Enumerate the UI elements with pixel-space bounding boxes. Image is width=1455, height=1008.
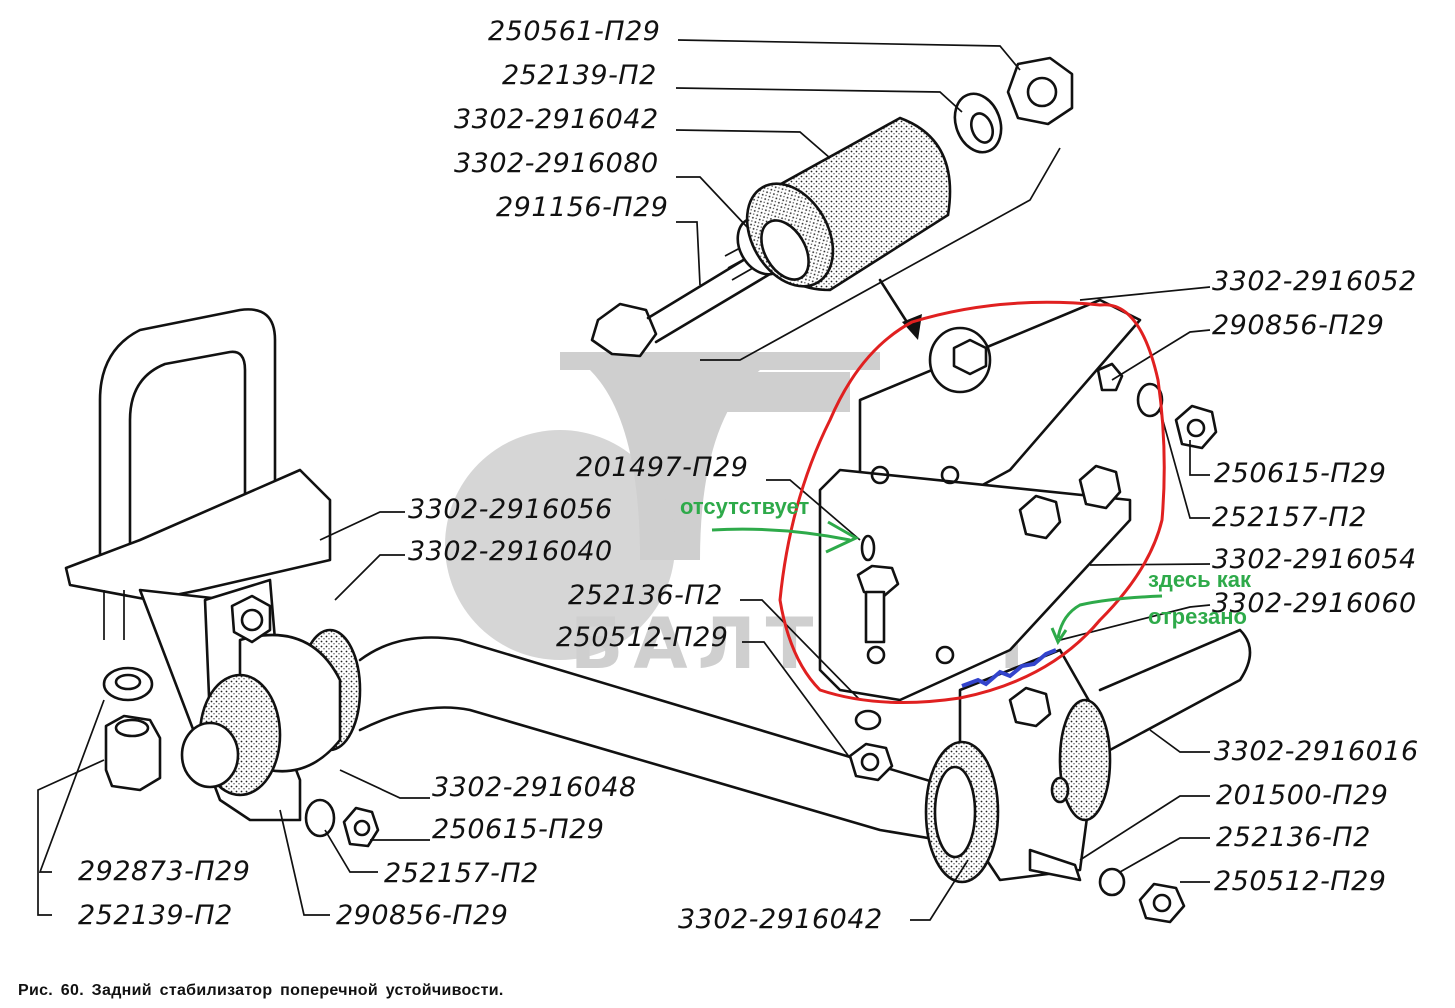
right-washer-nut <box>1136 382 1218 450</box>
note-missing: отсутствует <box>680 494 810 519</box>
stabilizer-bar <box>358 628 1252 842</box>
axis-line <box>700 147 1061 361</box>
top-nut <box>1006 56 1074 126</box>
label-right-nut: 250615-П29 <box>1214 458 1387 489</box>
bracket-bolt <box>856 564 900 644</box>
cut-mark <box>961 648 1057 688</box>
watermark-logo <box>445 352 880 660</box>
top-bushing <box>736 116 952 292</box>
label-left-nut: 250615-П29 <box>432 814 605 845</box>
low-washer-nut <box>1098 867 1186 924</box>
label-left-stud: 290856-П29 <box>336 900 509 931</box>
left-small-nut <box>342 806 380 848</box>
label-bracket-2916054: 3302-2916054 <box>1212 544 1417 575</box>
highlight-outline <box>778 300 1166 704</box>
label-bar-2916016: 3302-2916016 <box>1214 736 1419 767</box>
label-top-bushing: 3302-2916042 <box>454 104 659 135</box>
cut-arrow <box>1050 594 1163 646</box>
label-top-washer: 252139-П2 <box>502 60 657 91</box>
note-cut-line2: отрезано <box>1148 604 1247 629</box>
bracket-nuts <box>1018 362 1124 540</box>
label-top-bolt: 291156-П29 <box>496 192 669 223</box>
missing-hole <box>860 534 876 562</box>
label-low-nut: 250512-П29 <box>1214 866 1387 897</box>
label-ubolt-washer: 252139-П2 <box>78 900 233 931</box>
label-mid-nut: 250512-П29 <box>556 622 729 653</box>
label-bracket-stud: 290856-П29 <box>1212 310 1385 341</box>
label-bracket-2916060: 3302-2916060 <box>1212 588 1417 619</box>
label-clamp-2916040: 3302-2916040 <box>408 536 613 567</box>
ubolt-nut <box>104 714 162 792</box>
figure-caption: Рис. 60. Задний стабилизатор поперечной … <box>18 982 504 999</box>
label-top-sleeve: 3302-2916080 <box>454 148 659 179</box>
note-cut-line1: здесь как <box>1148 567 1251 592</box>
left-small-washer <box>304 798 336 838</box>
label-link-2916056: 3302-2916056 <box>408 494 613 525</box>
label-low-washer: 252136-П2 <box>1216 822 1371 853</box>
ubolt-washer <box>102 666 154 702</box>
label-bolt-201497: 201497-П29 <box>576 452 749 483</box>
label-right-washer: 252157-П2 <box>1212 502 1367 533</box>
label-cushion-2916048: 3302-2916048 <box>432 772 637 803</box>
label-bolt-201500: 201500-П29 <box>1216 780 1389 811</box>
mid-washer-nut <box>848 709 894 782</box>
label-ubolt-nut: 292873-П29 <box>78 856 251 887</box>
top-washer <box>953 92 1003 154</box>
label-bottom-bushing: 3302-2916042 <box>678 904 883 935</box>
label-left-washer: 252157-П2 <box>384 858 539 889</box>
lower-clamp <box>924 648 1112 884</box>
label-mid-washer: 252136-П2 <box>568 580 723 611</box>
leader-lines <box>37 39 1211 921</box>
missing-arrow <box>711 520 860 554</box>
label-bracket-upper: 3302-2916052 <box>1212 266 1417 297</box>
left-stud-nut <box>230 594 272 644</box>
u-bolt <box>98 308 277 562</box>
label-top-nut: 250561-П29 <box>488 16 661 47</box>
